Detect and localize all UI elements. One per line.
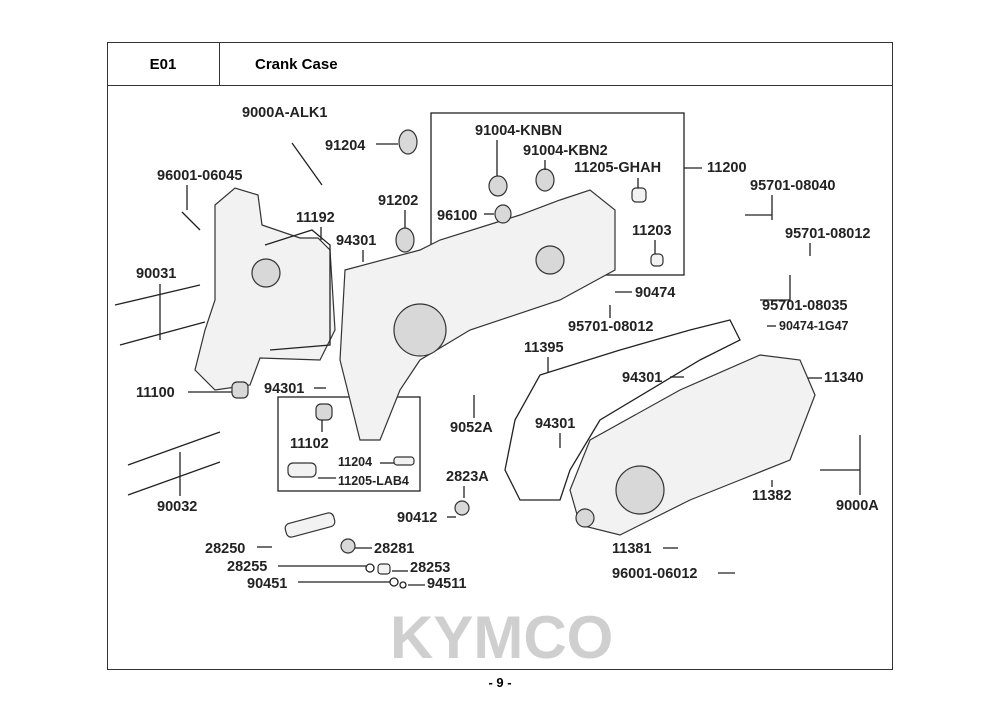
label-94301: 94301 [622, 370, 662, 386]
left-crankcase-bore [251, 258, 281, 288]
kymco-watermark: KYMCO [390, 604, 613, 671]
label-9000A: 9000A [836, 498, 879, 514]
pin-11204-part [393, 456, 415, 466]
label-91004-KNBN: 91004-KNBN [475, 123, 562, 139]
label-95701-08012: 95701-08012 [568, 319, 653, 335]
washer-90451-part [389, 577, 399, 587]
label-11395: 11395 [524, 340, 564, 356]
stud-90032-a-part [127, 431, 221, 466]
gasket-11192-part [264, 229, 331, 351]
washer-28255-part [365, 563, 375, 573]
oil-seal-91202-part [395, 227, 415, 253]
label-11200: 11200 [707, 160, 747, 176]
label-11204: 11204 [338, 455, 372, 469]
spring-28281-part [340, 538, 356, 554]
label-95701-08040: 95701-08040 [750, 178, 835, 194]
right-crankcase-bore [393, 303, 447, 357]
label-11102: 11102 [290, 436, 329, 452]
oil-seal-91204-part [398, 129, 418, 155]
label-9052A: 9052A [450, 420, 493, 436]
label-2823A: 2823A [446, 469, 489, 485]
label-28281: 28281 [374, 541, 414, 557]
cover-plug [575, 508, 595, 528]
label-11205-LAB4: 11205-LAB4 [338, 474, 409, 488]
label-28253: 28253 [410, 560, 450, 576]
label-9000A-ALK1: 9000A-ALK1 [242, 105, 327, 121]
clip-94511-part [399, 581, 407, 589]
label-96001-06012: 96001-06012 [612, 566, 697, 582]
bolt-2823a-part [454, 500, 470, 516]
label-28250: 28250 [205, 541, 245, 557]
stud-90031-b-part [119, 321, 206, 346]
label-91004-KBN2: 91004-KBN2 [523, 143, 608, 159]
bearing-91004-knbn-part [488, 175, 508, 197]
leader-lines [159, 140, 861, 586]
bushing-11205-ghah-part [631, 187, 647, 203]
label-11100: 11100 [136, 385, 175, 401]
label-91202: 91202 [378, 193, 418, 209]
label-11203: 11203 [632, 223, 672, 239]
stud-90032-b-part [127, 461, 221, 496]
bushing-28253-part [377, 563, 391, 575]
right-crankcase-part [339, 189, 616, 441]
label-95701-08035: 95701-08035 [762, 298, 847, 314]
label-28255: 28255 [227, 559, 267, 575]
bushing-11205-lab4-part [287, 462, 317, 478]
crankcase-cover-11340-part [569, 354, 816, 536]
bolt-9000a-alk1-part [291, 142, 323, 186]
label-94301: 94301 [535, 416, 575, 432]
label-90451: 90451 [247, 576, 287, 592]
label-90474-1G47: 90474-1G47 [779, 319, 849, 333]
crankcase-bearing-seat [535, 245, 565, 275]
label-90032: 90032 [157, 499, 197, 515]
header-row [107, 42, 893, 86]
label-91204: 91204 [325, 138, 365, 154]
section-code: E01 [107, 42, 220, 86]
kick-shaft-28250-part [284, 512, 336, 538]
label-94301: 94301 [264, 381, 304, 397]
label-96001-06045: 96001-06045 [157, 168, 242, 184]
bushing-11100-part [231, 381, 249, 399]
cover-boss [615, 465, 665, 515]
label-90031: 90031 [136, 266, 176, 282]
label-94301: 94301 [336, 233, 376, 249]
bearing-91004-kbn2-part [535, 168, 555, 192]
bearing-96100-part [494, 204, 512, 224]
label-11205-GHAH: 11205-GHAH [574, 160, 661, 176]
label-11340: 11340 [824, 370, 864, 386]
label-11381: 11381 [612, 541, 652, 557]
page-number: - 9 - [488, 675, 512, 690]
label-94511: 94511 [427, 576, 467, 592]
gasket-11395-part [504, 319, 741, 501]
label-90474: 90474 [635, 285, 675, 301]
section-title: Crank Case [255, 55, 338, 73]
label-11382: 11382 [752, 488, 792, 504]
bushing-11203-part [650, 253, 664, 267]
bolt-96001-06045-part [181, 211, 201, 231]
bushing-11102-part [315, 403, 333, 421]
label-90412: 90412 [397, 510, 437, 526]
label-96100: 96100 [437, 208, 477, 224]
label-95701-08012: 95701-08012 [785, 226, 870, 242]
label-11192: 11192 [296, 210, 335, 226]
stud-90031-a-part [114, 284, 201, 306]
